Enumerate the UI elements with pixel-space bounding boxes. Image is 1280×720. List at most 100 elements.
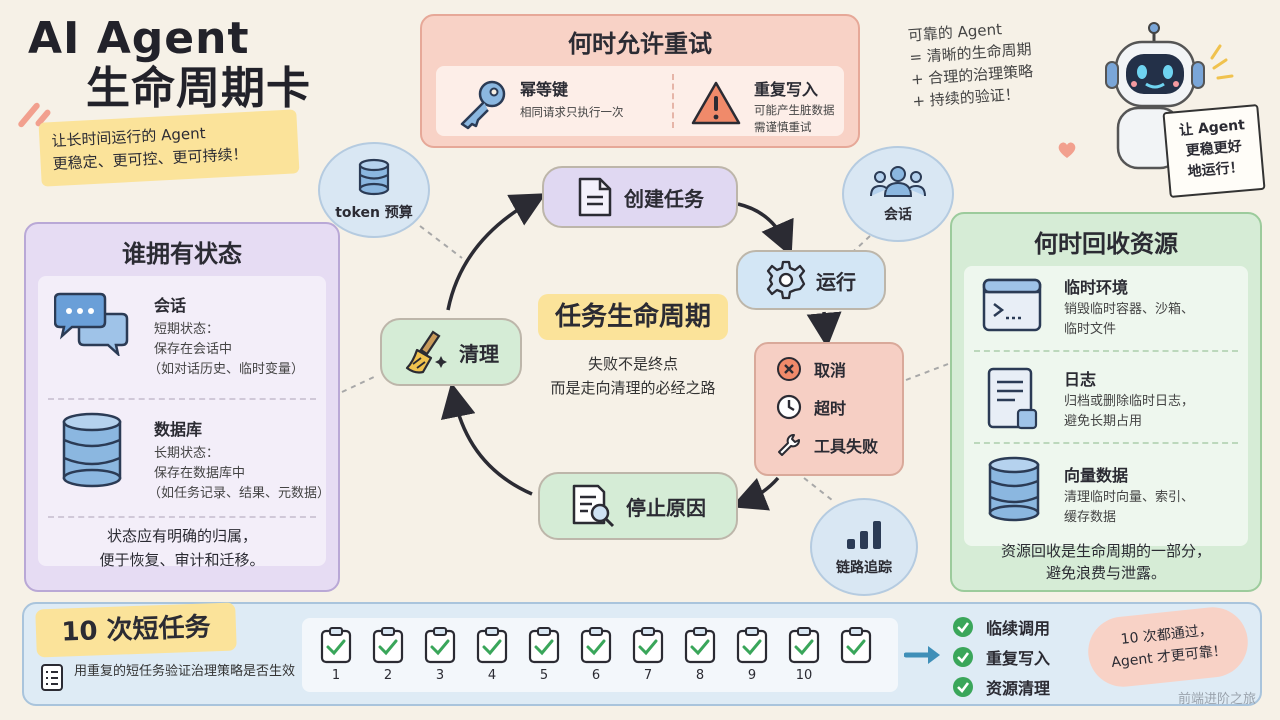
cleanup-node[interactable]: 清理 [380, 318, 522, 386]
idempotent-title: 幂等键 [520, 80, 569, 99]
idempotent-desc: 相同请求只执行一次 [520, 105, 624, 119]
create-task-node[interactable]: 创建任务 [542, 166, 738, 228]
task-item-extra [836, 626, 876, 668]
clipboard-check-icon [632, 627, 664, 664]
db-title: 数据库 [154, 420, 203, 439]
retry-title: 何时允许重试 [568, 30, 712, 58]
retry-panel: 幂等键 相同请求只执行一次 重复写入 可能产生脏数据 需谨慎重试 [436, 66, 844, 136]
rewrite-desc-2: 需谨慎重试 [754, 120, 812, 134]
task-number: 9 [747, 668, 757, 683]
lifecycle-title: 任务生命周期 [538, 294, 728, 340]
watermark: 前端进阶之旅 [1178, 692, 1257, 707]
short-task-desc: 用重复的短任务验证治理策略是否生效 [74, 664, 296, 679]
arrow-right-icon [904, 646, 940, 664]
gear-icon [766, 260, 806, 300]
database-icon [358, 158, 390, 196]
key-icon [460, 80, 506, 130]
divider [974, 350, 1238, 352]
cancel-icon [777, 357, 801, 381]
failure-box: 取消 超时 工具失败 [754, 342, 904, 476]
rewrite-desc-1: 可能产生脏数据 [754, 103, 835, 117]
task-item: 3 [420, 626, 460, 683]
token-budget-bubble: token 预算 [318, 142, 430, 238]
stop-reason-node[interactable]: 停止原因 [538, 472, 738, 540]
wrench-icon [778, 434, 800, 456]
clipboard-check-icon [372, 627, 404, 664]
run-node[interactable]: 运行 [736, 250, 886, 310]
divider [48, 398, 316, 400]
task-item: 2 [368, 626, 408, 683]
task-item: 8 [680, 626, 720, 683]
db-desc: 长期状态： 保存在数据库中 （如任务记录、结果、元数据） [148, 446, 331, 501]
task-item: 5 [524, 626, 564, 683]
tracing-bubble: 链路追踪 [810, 498, 918, 596]
heart-icon [1058, 142, 1076, 158]
divider [48, 516, 316, 518]
task-item: 4 [472, 626, 512, 683]
failure-cancel[interactable]: 取消 [756, 350, 902, 388]
chat-bubbles-icon [54, 292, 129, 356]
task-number: 4 [487, 668, 497, 683]
cleanup-title: 何时回收资源 [1034, 230, 1178, 258]
state-panel: 会话 短期状态： 保存在会话中 （如对话历史、临时变量） 数据库 长期状态： 保… [38, 276, 331, 566]
task-item: 10 [784, 626, 824, 683]
task-number: 8 [695, 668, 705, 683]
task-number: 2 [383, 668, 393, 683]
cleanup-card: 何时回收资源 临时环境 销毁临时容器、沙箱、 临时文件 日志 归档或删除临时日志… [950, 212, 1262, 592]
session-title: 会话 [154, 296, 187, 315]
cleanup-footer: 资源回收是生命周期的一部分， 避免浪费与泄露。 [1000, 542, 1211, 582]
rewrite-title: 重复写入 [754, 80, 819, 99]
session-desc: 短期状态： 保存在会话中 （如对话历史、临时变量） [148, 322, 305, 377]
check-item: 资源清理 [952, 672, 1050, 702]
check-circle-icon [953, 677, 973, 697]
log-desc: 归档或删除临时日志， 避免长期占用 [1064, 394, 1195, 429]
bar-chart-icon [847, 521, 881, 549]
cleanup-panel: 临时环境 销毁临时容器、沙箱、 临时文件 日志 归档或删除临时日志， 避免长期占… [964, 266, 1248, 546]
vector-desc: 清理临时向量、索引、 缓存数据 [1064, 490, 1195, 525]
checklist-icon [41, 664, 63, 691]
broom-icon [405, 330, 447, 374]
task-number: 5 [539, 668, 549, 683]
log-title: 日志 [1064, 370, 1097, 389]
robot-icon [1105, 22, 1234, 170]
task-item: 6 [576, 626, 616, 683]
check-item: 临续调用 [952, 612, 1050, 642]
vector-title: 向量数据 [1064, 466, 1129, 485]
check-circle-icon [953, 647, 973, 667]
divider [672, 74, 674, 128]
check-list: 临续调用 重复写入 资源清理 [952, 612, 1050, 702]
task-number: 6 [591, 668, 601, 683]
check-circle-icon [953, 617, 973, 637]
users-icon [870, 166, 926, 197]
clipboard-check-icon [424, 627, 456, 664]
state-card: 谁拥有状态 会话 短期状态： 保存在会话中 （如对话历史、临时变量） 数据库 长… [24, 222, 340, 592]
env-title: 临时环境 [1064, 278, 1129, 297]
check-item: 重复写入 [952, 642, 1050, 672]
vector-database-icon [988, 456, 1040, 522]
clipboard-check-icon [736, 627, 768, 664]
database-icon [62, 412, 122, 488]
document-icon [578, 177, 612, 217]
task-number: 10 [795, 668, 813, 683]
clipboard-check-icon [320, 627, 352, 664]
task-number: 1 [331, 668, 341, 683]
state-footer: 状态应有明确的归属， 便于恢复、审计和迁移。 [99, 527, 265, 569]
lifecycle-subtitle: 失败不是终点 而是走向清理的必经之路 [550, 355, 716, 397]
clock-icon [776, 394, 802, 420]
failure-tool[interactable]: 工具失败 [756, 426, 902, 464]
task-number: 7 [643, 668, 653, 683]
failure-timeout[interactable]: 超时 [756, 388, 902, 426]
task-list: 1 2 3 4 5 6 7 8 9 10 [302, 618, 898, 692]
state-title: 谁拥有状态 [122, 240, 242, 268]
short-task-title: 10 次短任务 [35, 602, 237, 658]
task-item: 9 [732, 626, 772, 683]
session-bubble: 会话 [842, 146, 954, 242]
env-desc: 销毁临时容器、沙箱、 临时文件 [1064, 302, 1195, 337]
clipboard-check-icon [684, 627, 716, 664]
divider [974, 442, 1238, 444]
terminal-icon [982, 278, 1042, 332]
report-search-icon [572, 484, 615, 528]
page-title: AI Agent 生命周期卡 [28, 13, 311, 114]
clipboard-check-icon [580, 627, 612, 664]
